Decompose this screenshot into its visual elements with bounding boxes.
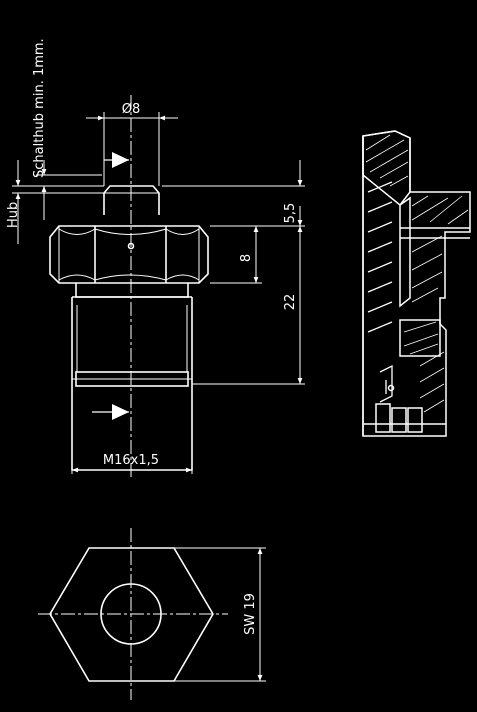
thread-dimension: [71, 467, 193, 474]
schalthub-label: Schalthub min. 1mm.: [32, 38, 47, 178]
mount-arrow: [112, 404, 129, 420]
section-carrier: [399, 196, 411, 308]
sw-label: SW 19: [243, 593, 258, 635]
bore-circle: [100, 583, 162, 645]
hex-nut: [49, 225, 209, 284]
thread-label: M16x1,5: [103, 453, 159, 468]
dim-8-label: 8: [239, 254, 254, 262]
section-contacts: [379, 364, 393, 403]
hex-top-view: [38, 528, 228, 700]
section-terminal: [375, 403, 391, 433]
sw-dimension: [174, 547, 266, 682]
hub-label: Hub: [6, 202, 21, 228]
section-housing: [362, 130, 471, 437]
front-view: [49, 95, 209, 480]
hex-outline: [49, 547, 214, 682]
diameter-label: Ø8: [122, 102, 141, 117]
plunger: [103, 185, 160, 215]
center-mark: [127, 242, 135, 250]
diameter-dimension: [86, 112, 178, 186]
section-spring: [367, 181, 393, 333]
threaded-body: [71, 297, 193, 471]
switch-point-arrow: [112, 152, 129, 168]
neck: [75, 283, 189, 298]
dim-5-5-label: 5,5: [283, 203, 298, 224]
stroke-dimension: [12, 160, 104, 244]
height-dimensions: [162, 160, 305, 385]
dim-22-label: 22: [283, 294, 298, 311]
section-hatching: [365, 134, 469, 413]
section-cap: [362, 130, 411, 207]
section-view: [362, 130, 471, 437]
